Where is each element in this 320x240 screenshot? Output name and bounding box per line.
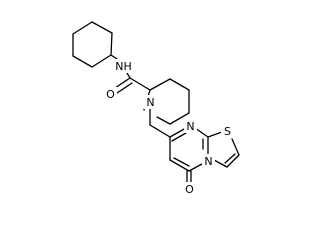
atom-nh-bg [113,59,134,73]
bond [169,159,190,172]
atom-s-thiazole: S [224,125,231,138]
bond [72,55,93,68]
bond [72,21,93,35]
bond [91,21,113,34]
bond [116,82,133,94]
bond [149,124,171,138]
bond [156,116,171,125]
molecule-canvas: NH O N N S N O [72,21,240,196]
bond [226,154,240,168]
atom-s-thiazole-bg [221,124,234,138]
bond [169,127,187,138]
atom-o-ketone: O [185,183,194,196]
atom-o-ketone-bg [183,182,196,196]
bond [91,54,112,68]
bond [173,157,190,167]
bond [169,112,190,125]
bond [207,131,223,138]
bond [114,77,131,89]
bond [110,32,113,56]
atom-o-amide-bg [104,87,117,101]
atom-n-pyrimidine: N [186,120,194,133]
bond [224,153,236,164]
bond [169,78,190,91]
bond [110,54,118,60]
atom-n-bridgehead-bg [202,154,215,168]
atom-nh: NH [115,60,132,73]
atom-n-bridgehead: N [204,155,212,168]
bond [171,132,187,142]
atom-labels: NH O N N S N O [104,59,234,196]
atom-n-piperidine: N [146,96,154,109]
atom-n-pyrimidine-bg [184,119,197,133]
atom-n-piperidine-bg [144,95,157,109]
bond-lines [72,21,240,184]
molecule-structure: NH O N N S N O [72,21,240,196]
bond [126,72,131,79]
bond [231,138,240,156]
bond [149,78,171,91]
bond [188,163,203,172]
atom-o-amide: O [106,88,115,101]
bond [194,127,209,138]
bond [129,77,151,91]
bond [213,159,228,168]
